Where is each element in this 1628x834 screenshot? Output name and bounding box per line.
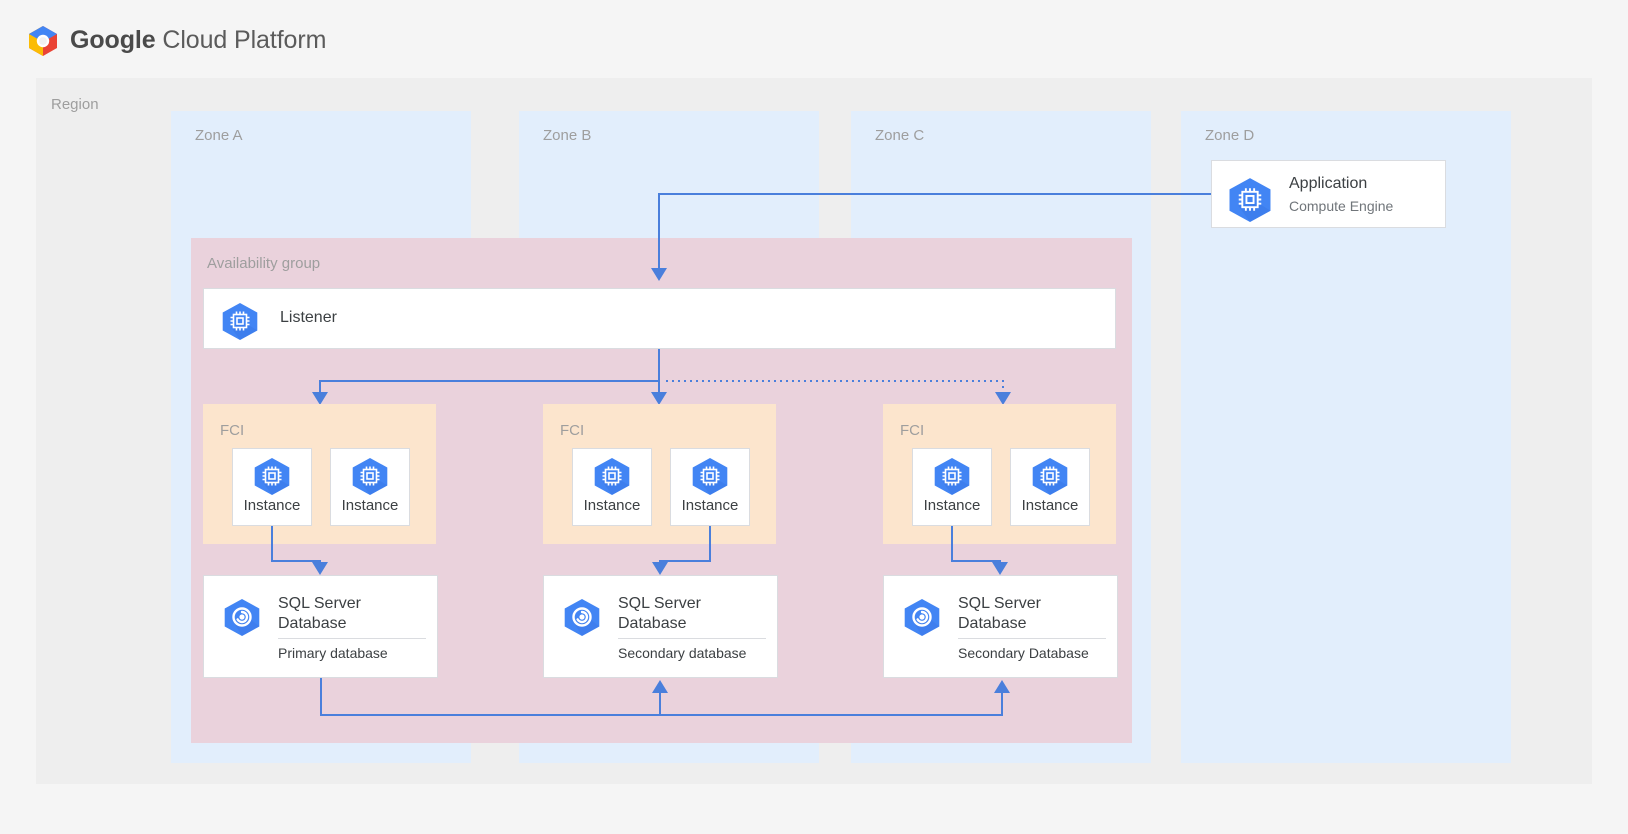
connector-fci-b-to-db-horizontal xyxy=(659,560,711,562)
instance-label: Instance xyxy=(923,497,981,514)
zone-b-label: Zone B xyxy=(543,127,592,144)
instance-label: Instance xyxy=(243,497,301,514)
sql-database-title: SQL Server Database xyxy=(278,595,361,632)
fci-c-label: FCI xyxy=(900,422,925,439)
compute-engine-icon xyxy=(352,458,388,495)
connector-replication-to-b-arrow xyxy=(652,680,668,693)
application-title: Application xyxy=(1289,175,1368,192)
compute-engine-icon xyxy=(692,458,728,495)
connector-replication-primary-down xyxy=(320,678,322,716)
zone-d-label: Zone D xyxy=(1205,127,1255,144)
connector-listener-to-fci-c-arrow xyxy=(995,392,1011,405)
fci-group-c: FCI Instance xyxy=(883,404,1116,544)
connector-replication-bus xyxy=(320,714,1003,716)
listener-card[interactable]: Listener xyxy=(203,288,1116,349)
sql-database-icon xyxy=(564,599,600,636)
sql-card-divider xyxy=(618,638,766,639)
connector-listener-bus-left xyxy=(319,380,660,382)
brand-google: Google xyxy=(70,26,156,54)
connector-listener-stem xyxy=(658,349,660,381)
connector-listener-bus-right-dotted xyxy=(666,380,1003,382)
fci-b-label: FCI xyxy=(560,422,585,439)
application-card[interactable]: Application Compute Engine xyxy=(1211,160,1446,228)
connector-fci-c-to-db-vertical-1 xyxy=(951,526,953,562)
connector-listener-to-fci-a-arrow xyxy=(312,392,328,405)
application-subtitle: Compute Engine xyxy=(1289,198,1394,214)
instance-card[interactable]: Instance xyxy=(232,448,312,526)
sql-database-title: SQL Server Database xyxy=(618,595,701,632)
connector-replication-to-b-vertical xyxy=(659,692,661,716)
sql-database-icon xyxy=(904,599,940,636)
connector-fci-c-to-db-arrow xyxy=(992,562,1008,575)
connector-fci-b-to-db-vertical-1 xyxy=(709,526,711,562)
listener-title: Listener xyxy=(280,309,337,326)
connector-fci-a-to-db-arrow xyxy=(312,562,328,575)
region-label: Region xyxy=(51,96,99,113)
connector-app-to-listener-horizontal xyxy=(658,193,1211,195)
connector-fci-a-to-db-horizontal xyxy=(271,560,321,562)
connector-replication-to-c-vertical xyxy=(1001,692,1003,716)
connector-app-to-listener-arrow xyxy=(651,268,667,281)
instance-card[interactable]: Instance xyxy=(670,448,750,526)
connector-app-to-listener-vertical xyxy=(658,193,660,269)
compute-engine-icon xyxy=(1032,458,1068,495)
connector-listener-to-fci-a-vertical xyxy=(319,380,321,396)
sql-database-role: Secondary Database xyxy=(958,645,1089,661)
compute-engine-icon xyxy=(222,303,258,340)
fci-group-b: FCI Instance xyxy=(543,404,776,544)
instance-label: Instance xyxy=(1021,497,1079,514)
fci-group-a: FCI Instance xyxy=(203,404,436,544)
sql-card-divider xyxy=(958,638,1106,639)
sql-card-divider xyxy=(278,638,426,639)
sql-database-icon xyxy=(224,599,260,636)
page-header: Google Cloud Platform xyxy=(0,0,1628,78)
sql-database-card-secondary-c[interactable]: SQL Server Database Secondary Database xyxy=(883,575,1118,678)
brand-rest: Cloud Platform xyxy=(155,26,327,54)
zone-c-label: Zone C xyxy=(875,127,925,144)
sql-database-role: Secondary database xyxy=(618,645,747,661)
instance-label: Instance xyxy=(583,497,641,514)
zone-a-label: Zone A xyxy=(195,127,243,144)
brand-wordmark: Google Cloud Platform xyxy=(70,26,326,55)
connector-fci-a-to-db-vertical-1 xyxy=(271,526,273,562)
availability-group-label: Availability group xyxy=(207,255,321,272)
compute-engine-icon xyxy=(1229,178,1271,222)
connector-fci-c-to-db-horizontal xyxy=(951,560,1001,562)
connector-fci-b-to-db-arrow xyxy=(652,562,668,575)
instance-label: Instance xyxy=(341,497,399,514)
sql-database-role: Primary database xyxy=(278,645,388,661)
instance-card[interactable]: Instance xyxy=(572,448,652,526)
compute-engine-icon xyxy=(934,458,970,495)
instance-label: Instance xyxy=(681,497,739,514)
compute-engine-icon xyxy=(594,458,630,495)
connector-listener-to-fci-b-vertical xyxy=(658,380,660,396)
connector-listener-to-fci-b-arrow xyxy=(651,392,667,405)
instance-card[interactable]: Instance xyxy=(330,448,410,526)
connector-replication-to-c-arrow xyxy=(994,680,1010,693)
instance-card[interactable]: Instance xyxy=(1010,448,1090,526)
sql-database-card-primary[interactable]: SQL Server Database Primary database xyxy=(203,575,438,678)
connector-listener-to-fci-c-vertical-dotted xyxy=(1002,380,1004,394)
google-cloud-platform-logo-icon xyxy=(29,26,57,56)
compute-engine-icon xyxy=(254,458,290,495)
sql-database-title: SQL Server Database xyxy=(958,595,1041,632)
instance-card[interactable]: Instance xyxy=(912,448,992,526)
sql-database-card-secondary-b[interactable]: SQL Server Database Secondary database xyxy=(543,575,778,678)
fci-a-label: FCI xyxy=(220,422,245,439)
